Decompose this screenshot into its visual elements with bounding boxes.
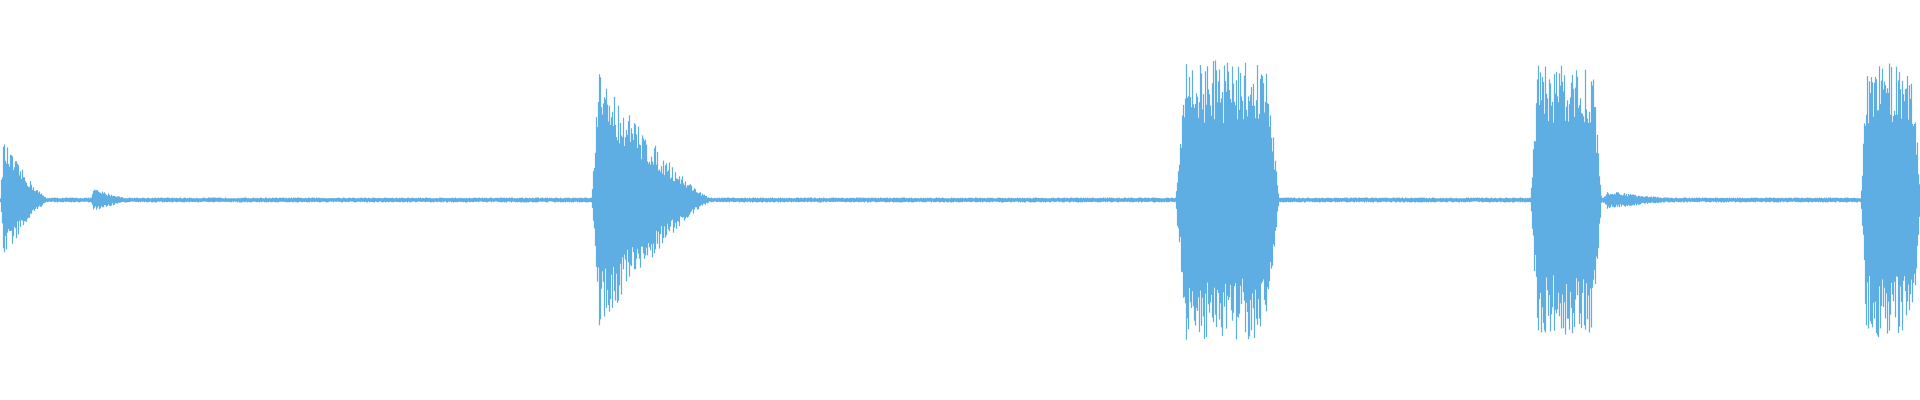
audio-waveform[interactable] (0, 0, 1920, 400)
audio-waveform-view[interactable] (0, 0, 1920, 400)
